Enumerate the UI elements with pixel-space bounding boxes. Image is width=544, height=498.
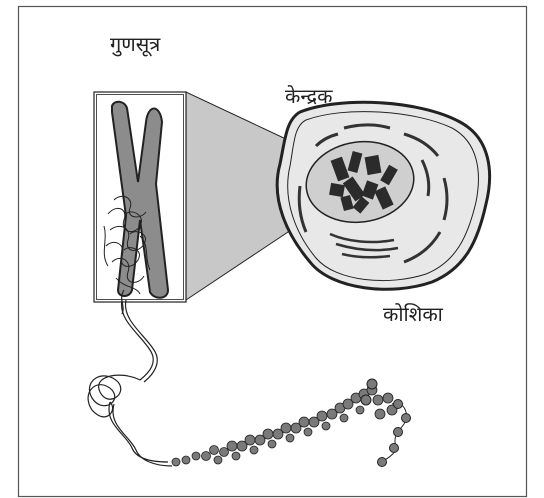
chromatin-fiber xyxy=(88,300,172,466)
cell-label: कोशिका xyxy=(383,300,443,327)
chromosome-inset xyxy=(94,92,186,314)
nucleus-label: केन्द्रक xyxy=(285,82,333,109)
chromosome-label: गुणसूत्र xyxy=(110,30,160,57)
